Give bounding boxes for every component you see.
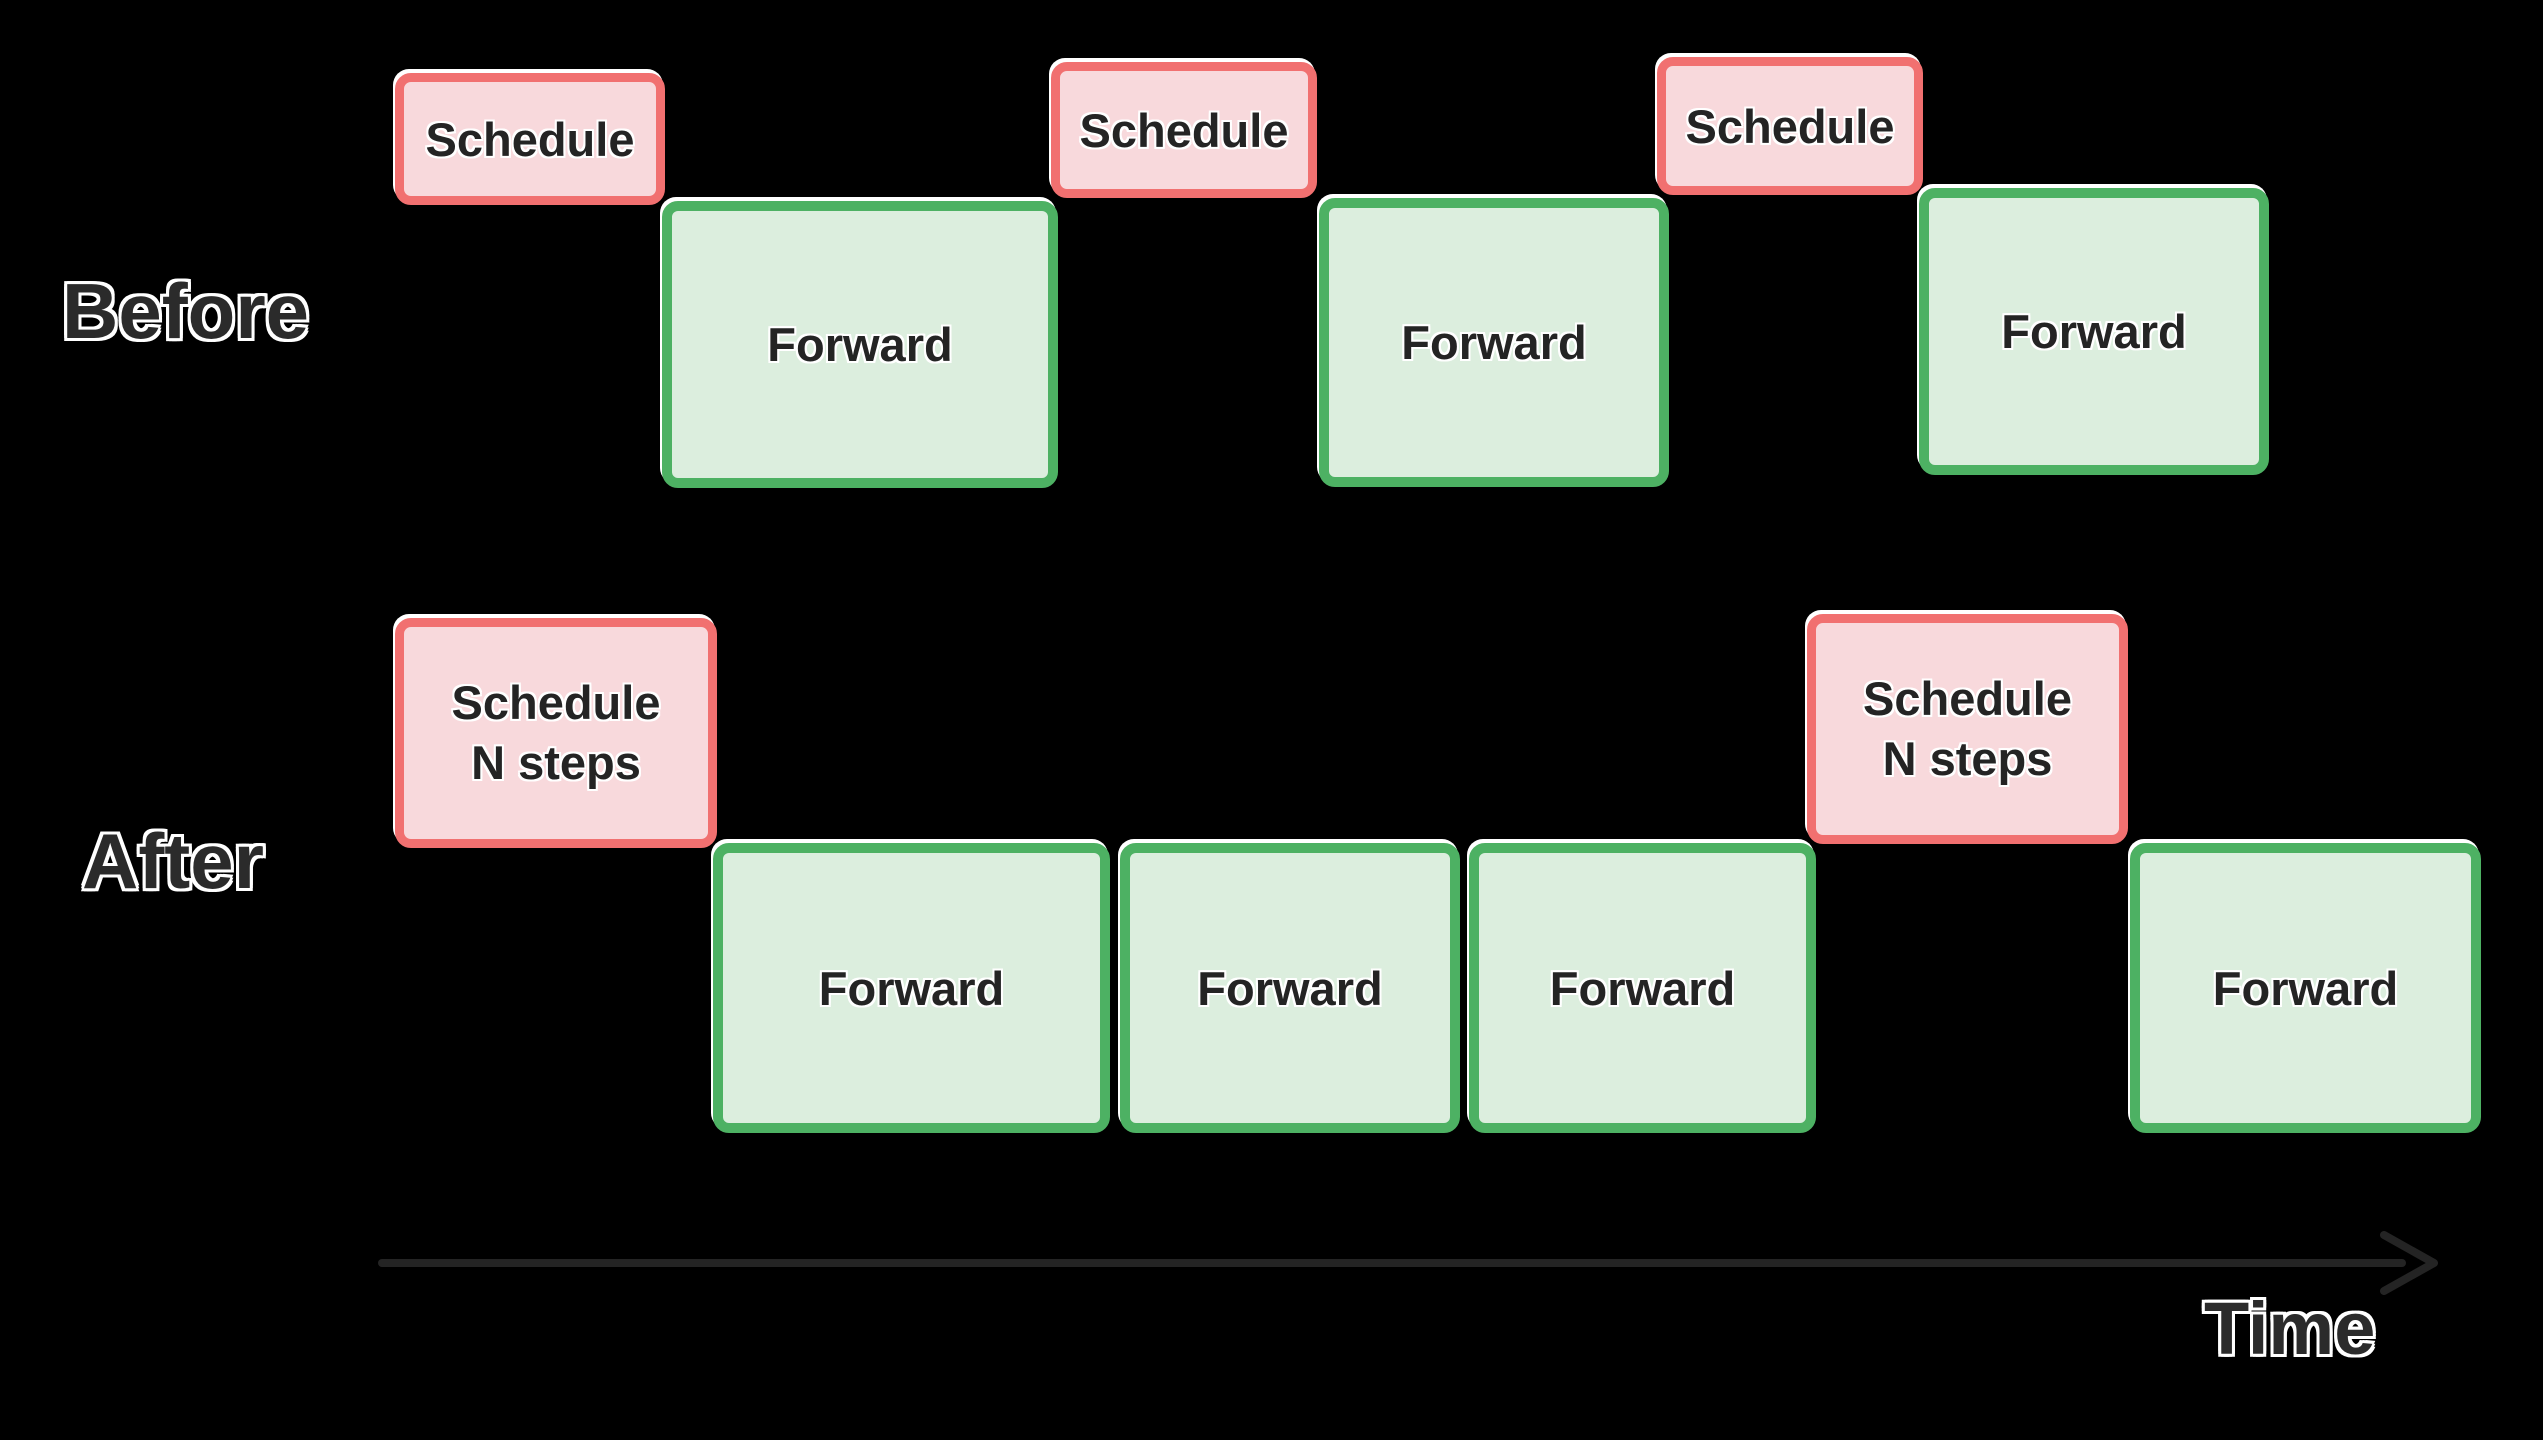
box-label: Forward	[1401, 316, 1587, 369]
after-forward-box-1: Forward	[713, 843, 1110, 1133]
after-schedule-nsteps-box-2: Schedule N steps	[1807, 614, 2128, 844]
after-schedule-nsteps-box-1: Schedule N steps	[395, 618, 717, 848]
before-schedule-box-2: Schedule	[1051, 62, 1317, 198]
time-axis-arrow-icon	[378, 1231, 2438, 1295]
after-forward-box-4: Forward	[2130, 843, 2481, 1133]
box-label: Schedule	[1685, 99, 1895, 153]
box-label: Forward	[818, 961, 1005, 1015]
before-schedule-box-1: Schedule	[395, 73, 665, 205]
box-label: Forward	[767, 318, 953, 371]
box-label-line-1: Schedule	[1863, 671, 2072, 725]
after-forward-box-2: Forward	[1120, 843, 1460, 1133]
box-label: Forward	[1197, 961, 1383, 1015]
before-forward-box-2: Forward	[1319, 198, 1669, 487]
row-label-before: Before	[62, 267, 310, 355]
before-forward-box-3: Forward	[1919, 188, 2269, 475]
after-forward-box-3: Forward	[1469, 843, 1816, 1133]
box-label: Forward	[2001, 305, 2187, 358]
box-label-line-1: Schedule	[451, 675, 661, 729]
box-label: Schedule	[425, 112, 635, 166]
row-label-after: After	[82, 817, 265, 905]
box-label-line-2: N steps	[471, 736, 641, 789]
time-axis-label: Time	[2204, 1287, 2376, 1370]
before-forward-box-1: Forward	[662, 201, 1058, 488]
box-label: Schedule	[1079, 103, 1289, 157]
box-label: Forward	[1549, 961, 1736, 1015]
box-label-line-2: N steps	[1882, 732, 2053, 785]
before-schedule-box-3: Schedule	[1657, 57, 1923, 195]
box-label: Forward	[2212, 961, 2399, 1015]
